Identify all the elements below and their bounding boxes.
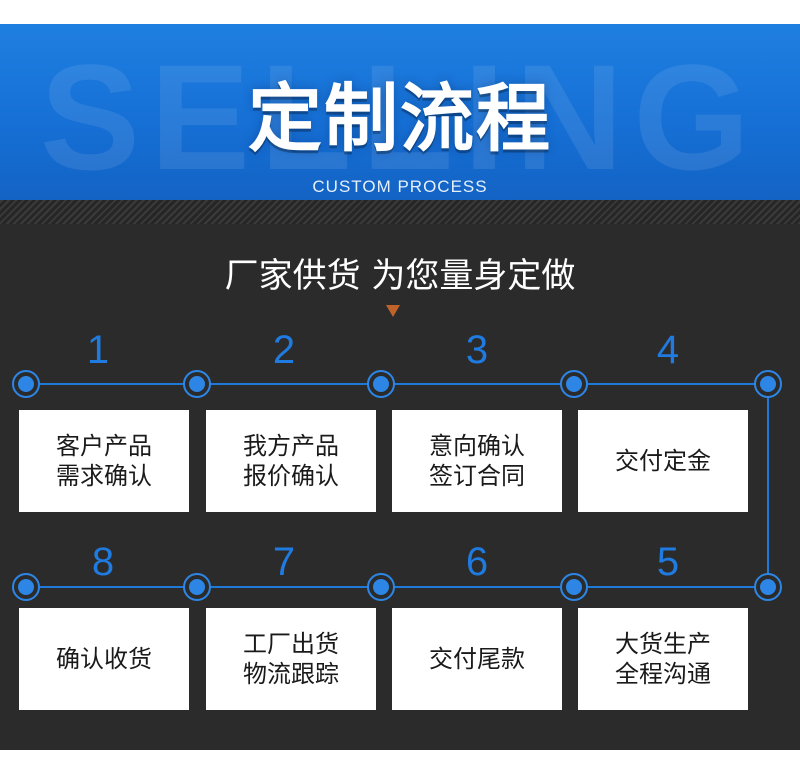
connector-line-right [767, 383, 769, 587]
node-dot-icon [754, 573, 782, 601]
stripe-divider [0, 200, 800, 224]
process-section: 厂家供货 为您量身定做 1 2 3 4 5 6 7 8 客户产品需求确认 我方产… [0, 200, 800, 750]
page-subtitle: CUSTOM PROCESS [312, 177, 488, 196]
step-card: 交付定金 [578, 410, 748, 512]
step-number: 5 [656, 540, 680, 584]
node-dot-icon [560, 573, 588, 601]
step-number: 6 [465, 540, 489, 584]
step-card: 大货生产全程沟通 [578, 608, 748, 710]
node-dot-icon [367, 573, 395, 601]
node-dot-icon [12, 573, 40, 601]
down-arrow-icon [386, 305, 400, 317]
step-number: 4 [656, 328, 680, 372]
node-dot-icon [367, 370, 395, 398]
node-dot-icon [12, 370, 40, 398]
step-number: 7 [272, 540, 296, 584]
step-card: 工厂出货物流跟踪 [206, 608, 376, 710]
connector-line-top [26, 383, 768, 385]
node-dot-icon [754, 370, 782, 398]
watermark-text: SELLING [39, 33, 761, 200]
connector-line-bottom [26, 586, 768, 588]
node-dot-icon [183, 370, 211, 398]
step-number: 3 [465, 328, 489, 372]
tagline: 厂家供货 为您量身定做 [224, 256, 576, 296]
step-number: 2 [272, 328, 296, 372]
step-card: 客户产品需求确认 [19, 410, 189, 512]
step-card: 我方产品报价确认 [206, 410, 376, 512]
step-card: 确认收货 [19, 608, 189, 710]
header-banner: SELLING 定制流程 CUSTOM PROCESS [0, 24, 800, 200]
step-card: 交付尾款 [392, 608, 562, 710]
step-card: 意向确认签订合同 [392, 410, 562, 512]
node-dot-icon [560, 370, 588, 398]
node-dot-icon [183, 573, 211, 601]
page-title: 定制流程 [248, 76, 552, 162]
step-number: 8 [91, 540, 115, 584]
step-number: 1 [86, 328, 110, 372]
